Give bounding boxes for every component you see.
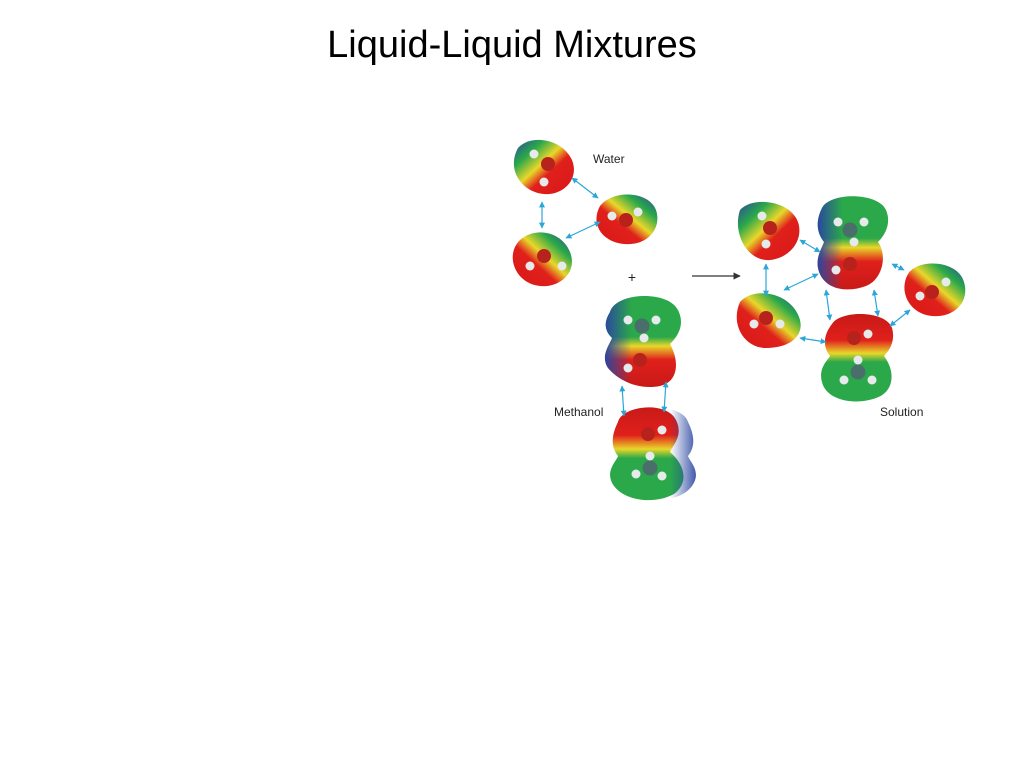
slide-title: Liquid-Liquid Mixtures <box>327 24 697 66</box>
hbond-arrow <box>889 309 911 327</box>
hbond-arrow <box>871 289 881 317</box>
hbond-arrow <box>571 177 599 199</box>
water-molecule-2 <box>596 194 658 245</box>
hbond-arrow <box>783 273 819 291</box>
water-molecule-1 <box>513 139 574 195</box>
hbond-arrow <box>565 221 601 239</box>
solution-label: Solution <box>880 405 924 419</box>
solution-water-3 <box>736 293 801 348</box>
methanol-label: Methanol <box>554 405 604 419</box>
hbond-arrow <box>823 289 833 321</box>
methanol-molecule-2 <box>610 407 696 501</box>
solution-water-1 <box>737 201 800 261</box>
plus-sign: + <box>628 269 636 285</box>
hbond-arrow <box>799 239 821 253</box>
water-molecule-3 <box>512 232 572 287</box>
water-label: Water <box>593 152 625 166</box>
hbond-arrow <box>661 381 669 413</box>
methanol-molecule-1 <box>604 295 681 388</box>
hbond-arrow <box>619 385 627 417</box>
mixing-diagram: + <box>500 130 980 510</box>
solution-methanol-2 <box>821 313 894 402</box>
solution-methanol-1 <box>817 196 889 290</box>
solution-water-2 <box>904 263 966 317</box>
hbond-arrow <box>891 263 905 271</box>
mixing-diagram-svg: + <box>512 139 966 501</box>
hbond-arrow <box>799 335 827 345</box>
